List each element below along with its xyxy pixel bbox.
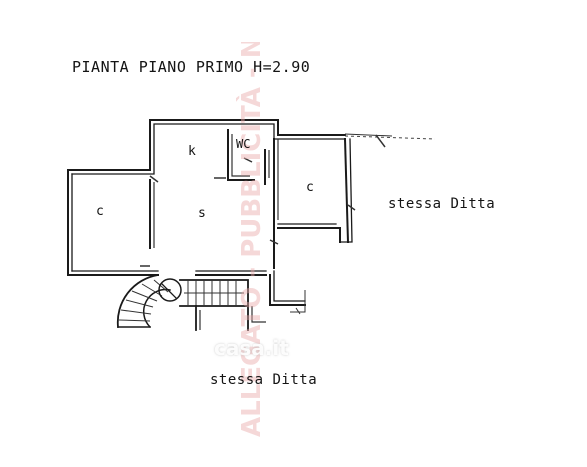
room-label-right: c bbox=[306, 180, 314, 195]
plan-title: PIANTA PIANO PRIMO H=2.90 bbox=[72, 58, 311, 76]
room-label-living: s bbox=[198, 206, 206, 221]
stair-flight bbox=[179, 279, 266, 331]
room-label-left: c bbox=[96, 204, 104, 219]
watermark-brand: casa.it bbox=[214, 336, 289, 360]
outer-walls bbox=[67, 119, 436, 315]
watermark-stamp: ALLEGATO - PUBBLICITÀ - NOT bbox=[235, 42, 267, 437]
room-label-kitchen: k bbox=[188, 144, 196, 159]
interior-walls bbox=[140, 129, 279, 269]
neighbor-label-bottom: stessa Ditta bbox=[210, 372, 318, 388]
neighbor-label-right: stessa Ditta bbox=[388, 196, 496, 212]
watermark-stamp-text: ALLEGATO - PUBBLICITÀ - NOT bbox=[235, 42, 267, 437]
spiral-staircase bbox=[116, 273, 182, 329]
room-label-wc: WC bbox=[236, 137, 251, 151]
